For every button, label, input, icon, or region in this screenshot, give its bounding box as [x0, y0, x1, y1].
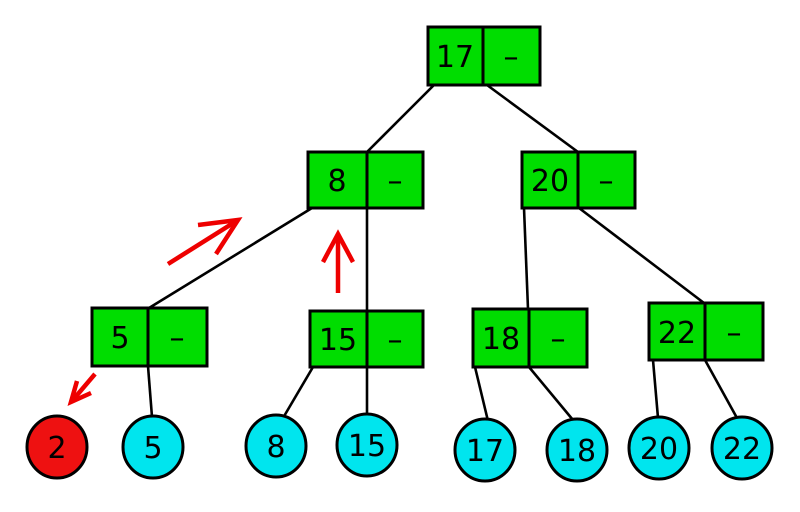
leaf-18-label: 18 — [558, 434, 596, 469]
leaf-node-18: 18 — [545, 417, 609, 483]
edge-root-to-8 — [366, 84, 435, 153]
leaf-15-label: 15 — [348, 429, 386, 464]
node-5-empty-cell — [146, 306, 209, 368]
leaf-15-shape — [335, 412, 399, 478]
edge-22-to-leaf20 — [651, 359, 660, 419]
leaf-18-shape — [545, 417, 609, 483]
leaf-node-5: 5 — [121, 414, 185, 480]
node-root-key-cell — [426, 25, 485, 87]
node-8-key-cell — [306, 150, 369, 210]
edge-8-to-5 — [148, 206, 313, 310]
internal-node-20: 20 – — [520, 150, 637, 210]
node-18-empty-cell — [527, 307, 589, 369]
leaf-5-label: 5 — [143, 431, 162, 466]
edge-20-to-18 — [522, 207, 530, 310]
node-8-empty-cell — [365, 150, 425, 210]
internal-node-8: 8 – — [306, 150, 425, 210]
leaf-node-2-highlighted: 2 — [25, 414, 89, 480]
leaf-node-17: 17 — [453, 417, 517, 483]
leaf-node-22: 22 — [710, 415, 774, 481]
leaf-2-shape — [25, 414, 89, 480]
leaf-2-label: 2 — [47, 431, 66, 466]
node-18-empty-label: – — [551, 322, 566, 357]
leaf-nodes: 2 5 8 15 17 18 20 22 — [25, 412, 774, 483]
node-18-key-cell — [471, 307, 531, 369]
arrow-up-right-shaft — [166, 218, 240, 266]
node-22-key-cell — [647, 301, 707, 362]
node-20-empty-label: – — [599, 164, 614, 199]
leaf-node-20: 20 — [627, 415, 691, 481]
arrow-up-right-head — [197, 217, 243, 256]
leaf-node-8: 8 — [244, 413, 308, 479]
leaf-node-15: 15 — [335, 412, 399, 478]
node-15-empty-cell — [365, 309, 425, 369]
node-8-key-label: 8 — [327, 164, 346, 199]
leaf-20-label: 20 — [640, 432, 678, 467]
node-22-empty-label: – — [727, 316, 742, 351]
leaf-5-shape — [121, 414, 185, 480]
arrow-up-head — [321, 229, 355, 264]
leaf-22-shape — [710, 415, 774, 481]
internal-node-22: 22 – — [647, 301, 765, 362]
node-root-empty-cell — [481, 25, 542, 87]
node-22-key-label: 22 — [658, 316, 696, 351]
edge-15-to-leaf8 — [281, 366, 315, 419]
edge-root-to-20 — [486, 83, 579, 154]
node-20-key-label: 20 — [531, 164, 569, 199]
edge-5-to-leaf5 — [146, 365, 154, 418]
node-15-empty-label: – — [388, 323, 403, 358]
node-20-key-cell — [520, 150, 580, 210]
internal-node-15: 15 – — [308, 309, 425, 369]
edge-22-to-leaf22 — [703, 359, 739, 419]
leaf-20-shape — [627, 415, 691, 481]
edge-18-to-leaf17 — [473, 366, 490, 422]
arrow-down-left-shaft — [70, 372, 97, 403]
node-15-key-label: 15 — [319, 323, 357, 358]
tree-edges — [146, 83, 739, 422]
arrow-up-right-icon — [166, 217, 243, 266]
arrow-down-left-icon — [67, 372, 97, 407]
edge-18-to-leaf18 — [527, 366, 575, 421]
node-18-key-label: 18 — [482, 322, 520, 357]
leaf-17-shape — [453, 417, 517, 483]
node-5-empty-label: – — [170, 321, 185, 356]
node-20-empty-cell — [576, 150, 637, 210]
node-root-key-label: 17 — [436, 40, 474, 75]
leaf-17-label: 17 — [466, 434, 504, 469]
node-22-empty-cell — [703, 301, 765, 362]
node-5-key-label: 5 — [110, 321, 129, 356]
edge-20-to-22 — [578, 206, 705, 305]
node-root-empty-label: – — [504, 40, 519, 75]
arrow-up-icon — [321, 229, 355, 293]
node-8-empty-label: – — [388, 164, 403, 199]
internal-node-root: 17 – — [426, 25, 542, 87]
arrow-down-left-head — [67, 380, 92, 407]
leaf-22-label: 22 — [723, 432, 761, 467]
leaf-8-label: 8 — [266, 430, 285, 465]
leaf-8-shape — [244, 413, 308, 479]
internal-node-18: 18 – — [471, 307, 589, 369]
insertion-path-arrows — [67, 217, 355, 407]
internal-node-5: 5 – — [90, 306, 209, 368]
